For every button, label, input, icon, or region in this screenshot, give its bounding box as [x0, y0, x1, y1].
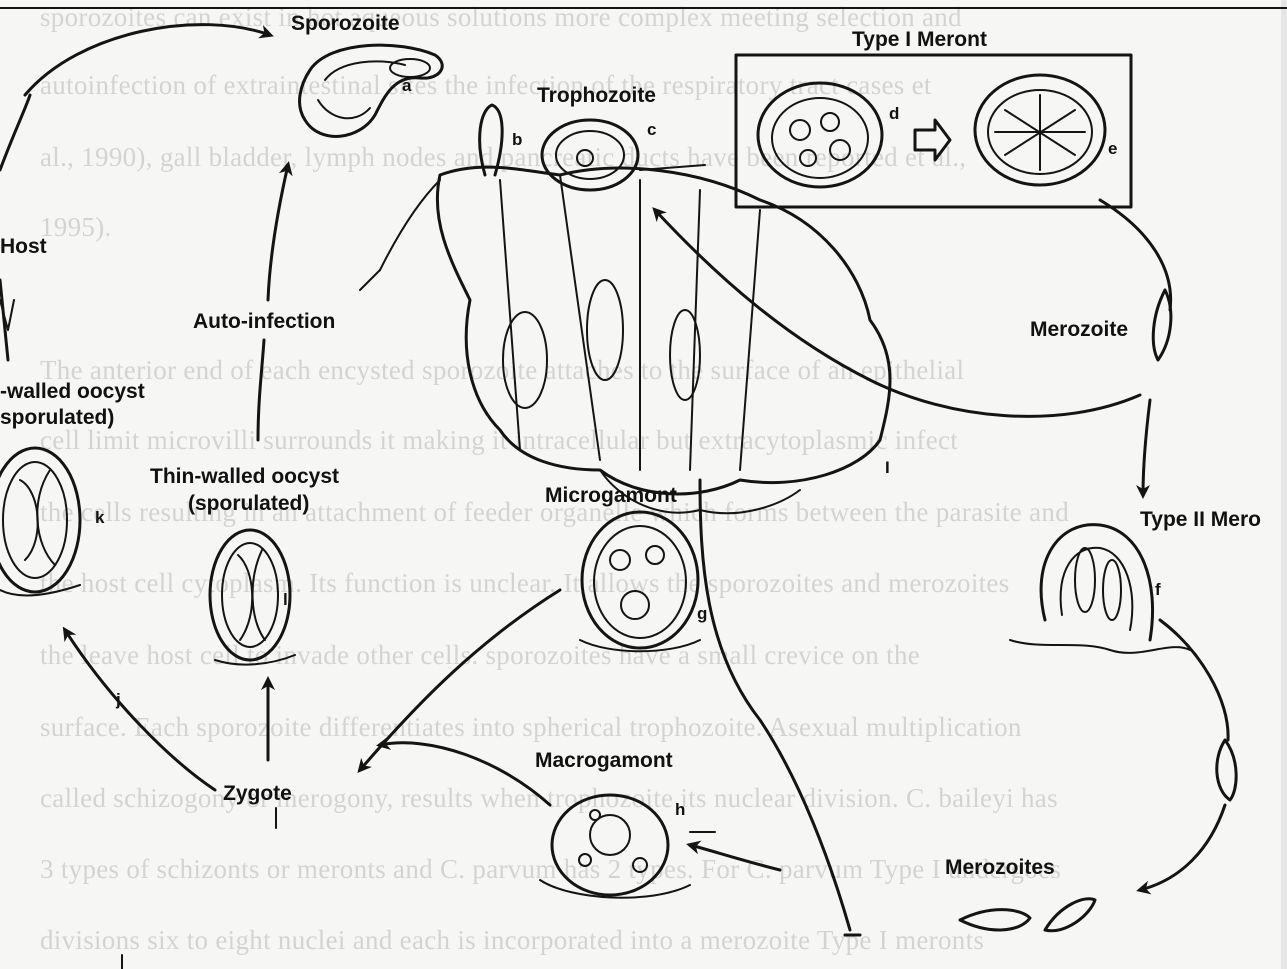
pointer-c — [640, 165, 705, 170]
letter-k: k — [95, 508, 104, 528]
letter-j: j — [116, 690, 121, 710]
letter-b: b — [512, 130, 522, 150]
type1-meront-d — [758, 83, 882, 187]
arrow-merozoite-reinfect — [655, 210, 1140, 416]
attaching-sporozoite — [480, 105, 503, 175]
macrogamont-cell — [540, 795, 690, 898]
arrow-left-up — [0, 280, 8, 360]
merozoite-cell-2 — [1217, 740, 1236, 800]
label-thin-oocyst-1: Thin-walled oocyst — [150, 465, 339, 489]
trophozoite-cell — [542, 120, 638, 190]
meront-transition-arrow — [915, 120, 950, 160]
label-host: Host — [0, 235, 47, 259]
label-merozoites: Merozoites — [945, 856, 1055, 880]
label-sporozoite: Sporozoite — [291, 12, 400, 36]
arrow-to-macro — [700, 480, 850, 930]
sporozoite-cell — [300, 45, 443, 136]
epithelium-cluster — [360, 167, 890, 513]
merozoite-cell — [1153, 290, 1171, 360]
letter-f: f — [1155, 580, 1161, 600]
arrow-to-merozoites — [1140, 805, 1225, 890]
arrow-type2-down — [1160, 620, 1228, 740]
label-microgamont: Microgamont — [545, 484, 677, 508]
label-autoinfection: Auto-infection — [193, 310, 335, 334]
label-zygote: Zygote — [223, 782, 292, 806]
arrow-host-sporozoite — [25, 25, 270, 95]
label-thick-oocyst-1: -walled oocyst — [0, 380, 145, 404]
letter-h: h — [675, 800, 685, 820]
arrow-to-type2 — [1143, 400, 1150, 495]
merozoites-pair — [960, 899, 1095, 931]
letter-i: I — [885, 458, 890, 478]
label-thin-oocyst-2: (sporulated) — [188, 492, 309, 516]
label-trophozoite: Trophozoite — [537, 84, 656, 108]
letter-g: g — [697, 604, 707, 624]
arrow-zygote-thick — [65, 630, 215, 790]
label-macrogamont: Macrogamont — [535, 749, 673, 773]
label-thick-oocyst-2: sporulated) — [0, 406, 114, 430]
microgamont-cell — [580, 512, 700, 651]
label-type1-meront: Type I Meront — [852, 28, 987, 52]
thick-oocyst-cell — [0, 448, 80, 595]
type1-meront-e — [975, 75, 1105, 185]
arrow-autoinfection-lower — [258, 340, 264, 440]
letter-a: a — [402, 76, 411, 96]
label-merozoite: Merozoite — [1030, 318, 1128, 342]
letter-d: d — [889, 104, 899, 124]
arrow-meront-merozoite — [1100, 200, 1171, 310]
type2-meront — [1010, 525, 1190, 653]
letter-e: e — [1108, 139, 1117, 159]
arrow-into-macro — [690, 845, 780, 870]
arrow-left-curve — [0, 95, 30, 170]
arrow-macro-zygote — [380, 743, 550, 805]
letter-l: l — [283, 590, 288, 610]
letter-c: c — [647, 120, 656, 140]
arrow-autoinfection-up — [268, 165, 288, 300]
label-type2-meront: Type II Mero — [1140, 508, 1261, 532]
